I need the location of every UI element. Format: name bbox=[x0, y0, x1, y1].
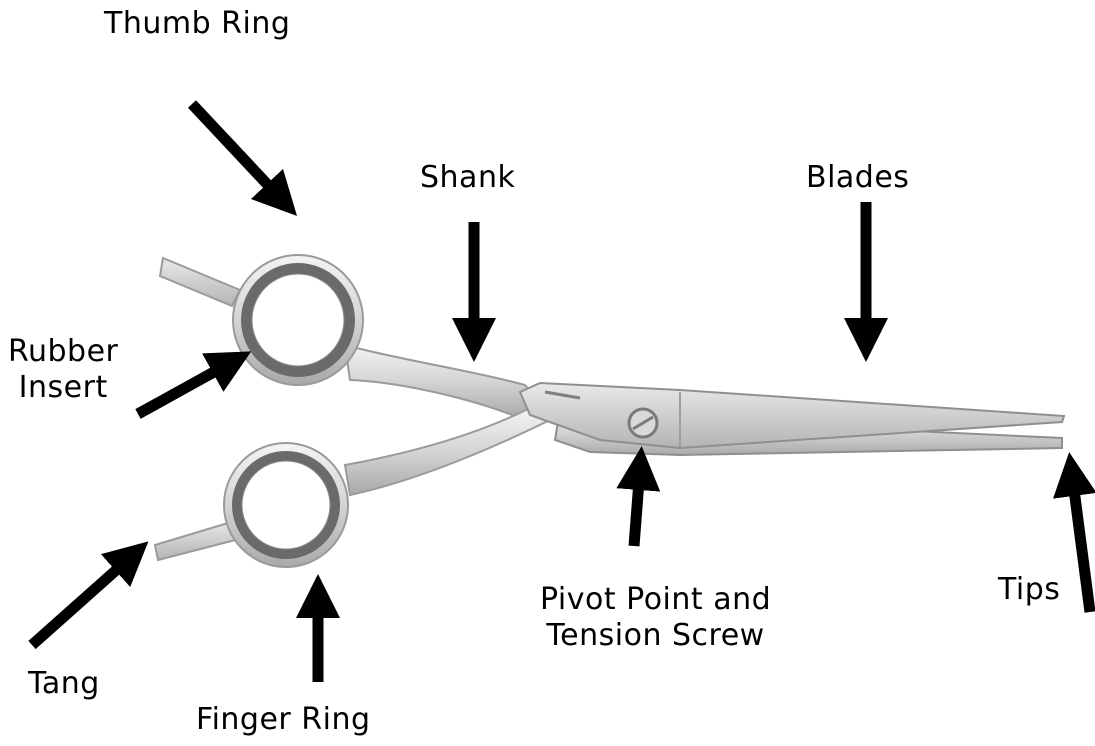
arrow-rubber-insert bbox=[138, 362, 232, 414]
label-rubber-insert-line2: Insert bbox=[8, 370, 118, 406]
label-finger-ring: Finger Ring bbox=[196, 702, 371, 738]
thumb-ring bbox=[233, 255, 363, 385]
arrow-pivot bbox=[634, 468, 640, 546]
label-rubber-insert: Rubber Insert bbox=[8, 334, 118, 406]
arrow-thumb-ring bbox=[192, 104, 282, 200]
label-thumb-ring: Thumb Ring bbox=[104, 6, 290, 42]
label-shank: Shank bbox=[420, 160, 515, 196]
label-blades: Blades bbox=[806, 160, 909, 196]
label-pivot-line1: Pivot Point and bbox=[540, 582, 771, 618]
label-tang: Tang bbox=[28, 666, 100, 702]
upper-shank bbox=[345, 345, 540, 418]
thumb-tang bbox=[160, 258, 240, 306]
pivot-screw bbox=[629, 409, 657, 437]
label-rubber-insert-line1: Rubber bbox=[8, 334, 118, 370]
label-pivot-point: Pivot Point and Tension Screw bbox=[540, 582, 771, 654]
arrow-tang bbox=[32, 556, 132, 645]
label-pivot-line2: Tension Screw bbox=[540, 618, 771, 654]
label-tips: Tips bbox=[998, 572, 1060, 608]
finger-ring bbox=[224, 443, 348, 567]
arrow-tips bbox=[1072, 474, 1090, 612]
lower-shank bbox=[345, 408, 560, 495]
